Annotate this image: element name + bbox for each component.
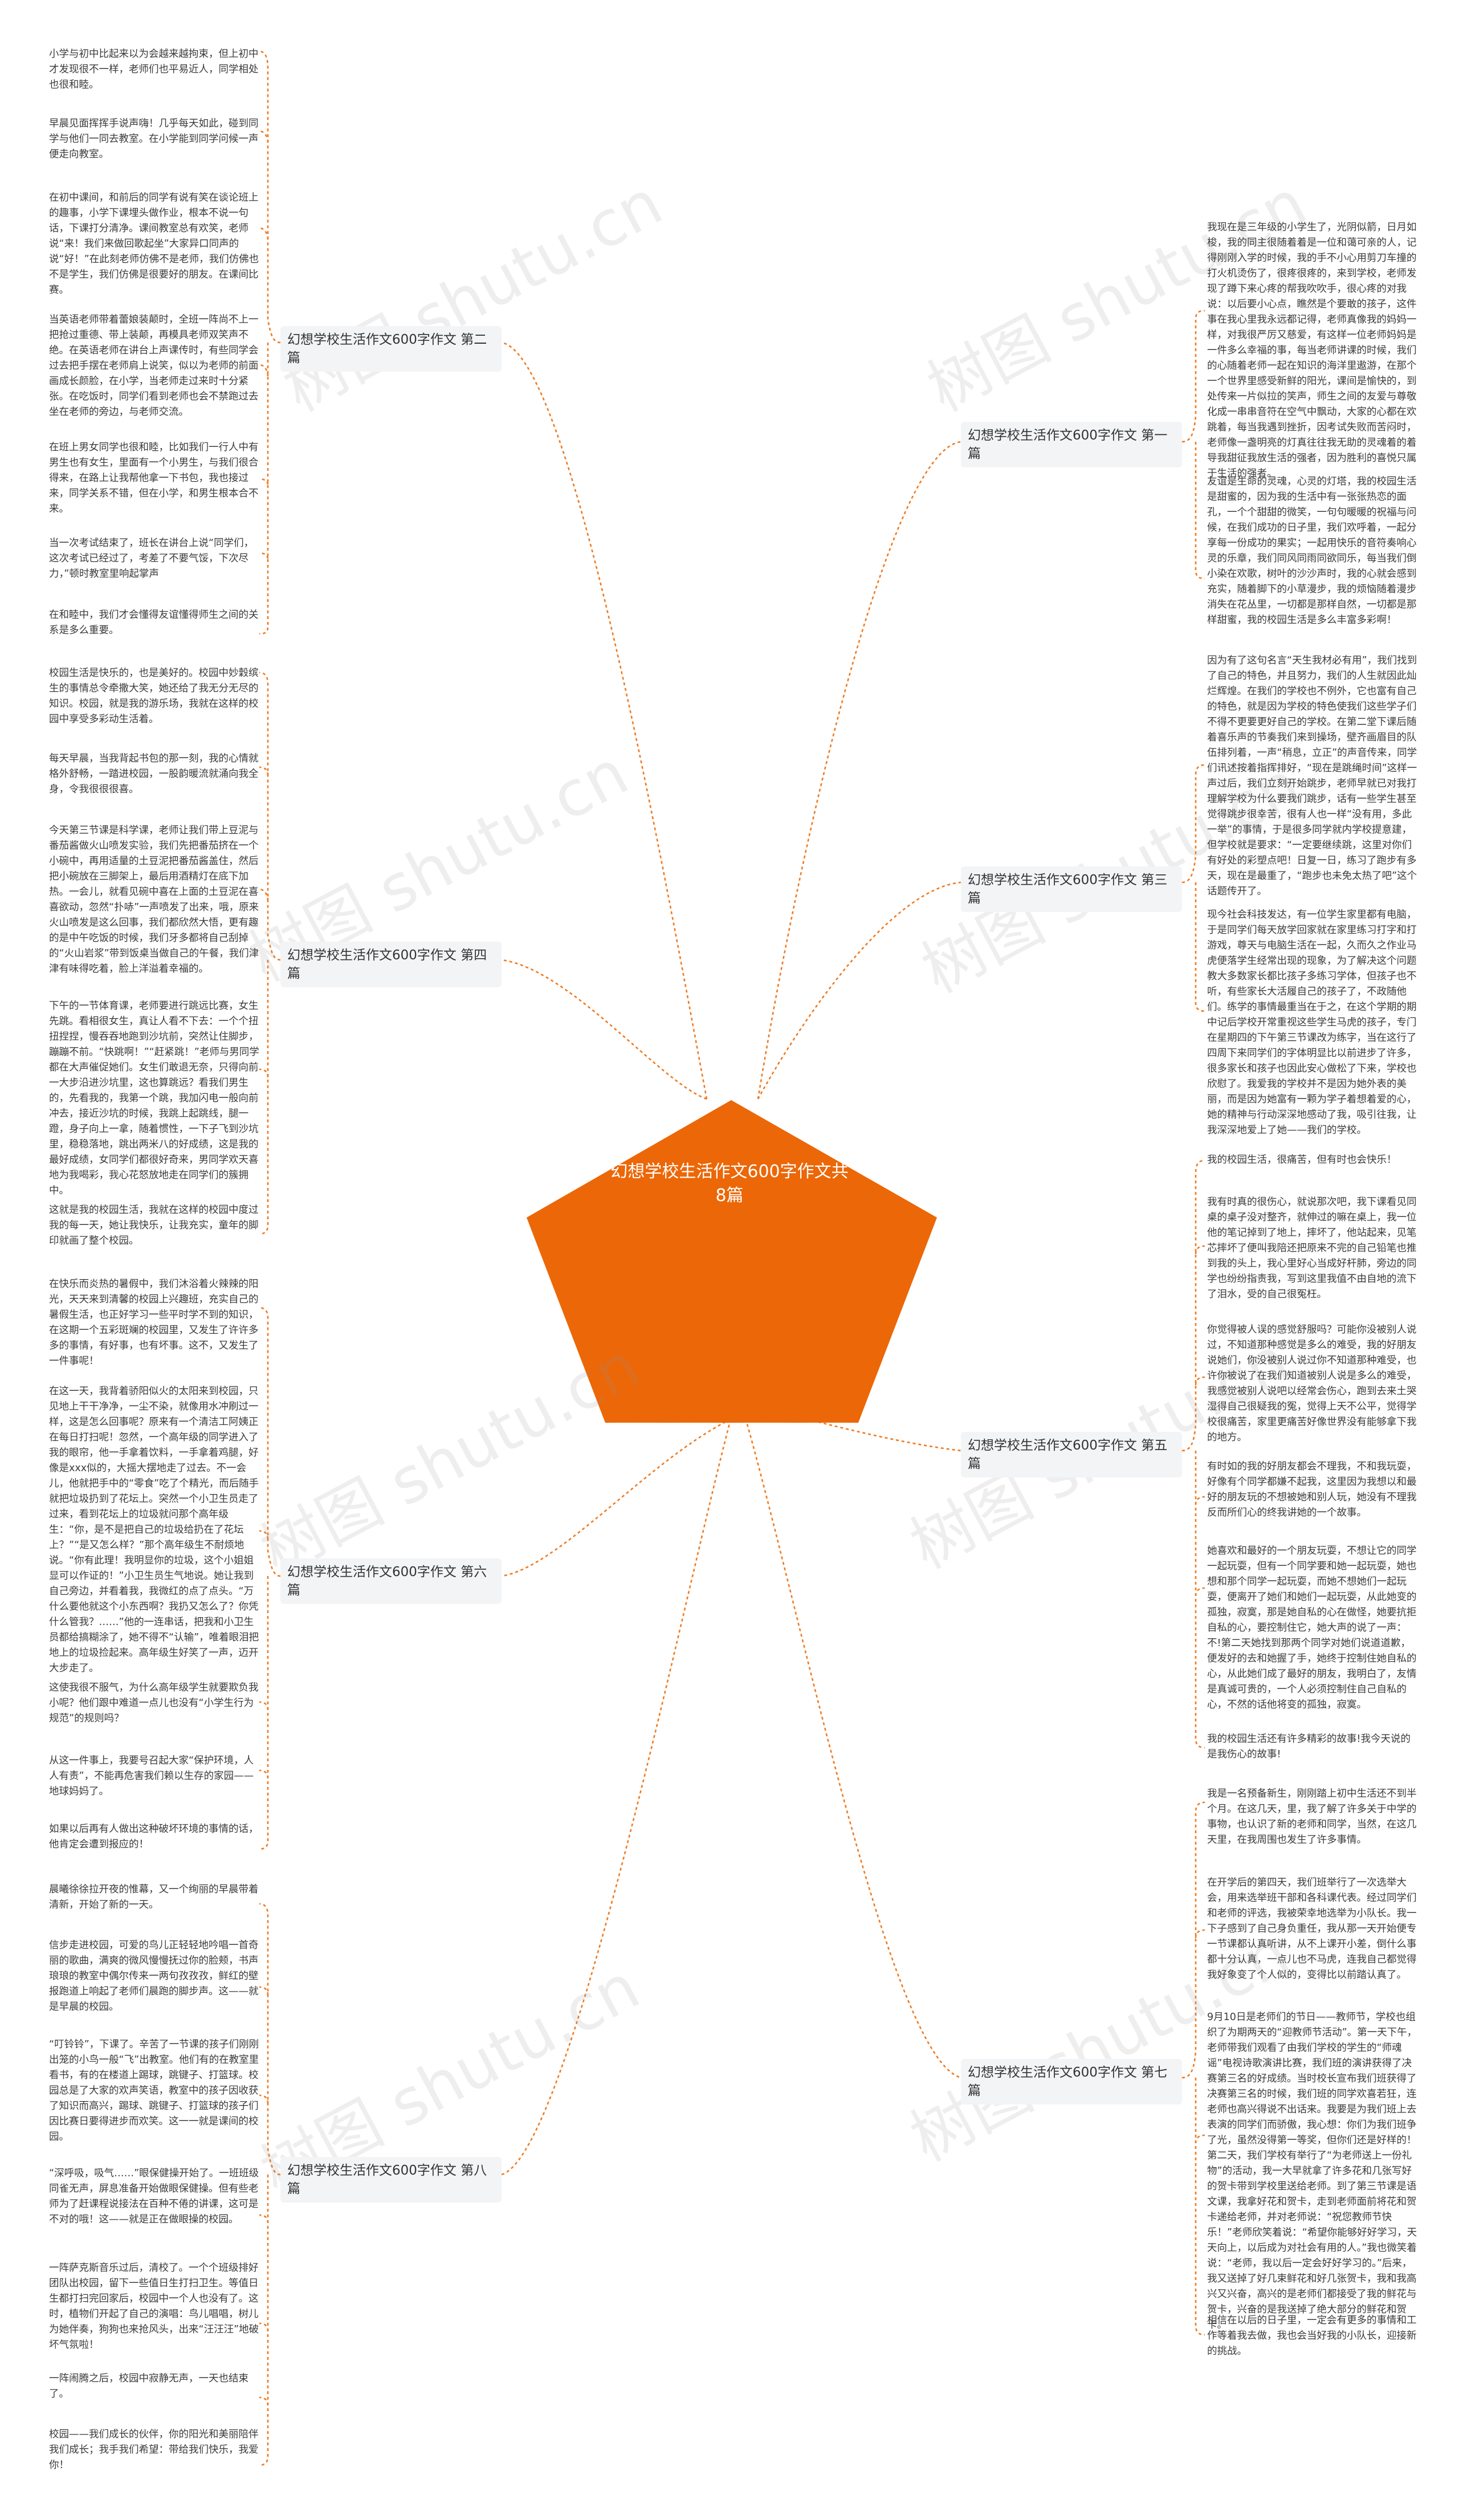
link-b7-leaf (1195, 2078, 1205, 2336)
leaf-note: 因为有了这句名言“天生我材必有用”，我们找到了自己的特色，并且努力，我们的人生就… (1207, 655, 1417, 897)
branch-label: 幻想学校生活作文600字作文 第六篇 (287, 1565, 487, 1598)
link-b2-leaf (259, 50, 281, 344)
link-b5-leaf (1195, 1496, 1205, 1505)
leaf-note: 你觉得被人误的感觉舒服吗？可能你没被别人说过，不知道那种感觉是多么的难受，我的好… (1207, 1324, 1417, 1443)
link-center-b1 (757, 441, 961, 1100)
link-b4-leaf (259, 1068, 269, 1078)
leaf-note: 在这一天，我背着骄阳似火的太阳来到校园，只见地上干干净净，一尘不染，就像用水冲刷… (49, 1386, 259, 1674)
link-b4-leaf (259, 766, 269, 776)
leaf-note: 当一次考试结束了，班长在讲台上说“同学们，这次考试已经过了，考差了不要气馁，下次… (49, 538, 254, 580)
leaf-note: 她喜欢和最好的一个朋友玩耍，不想让它的同学一起玩耍，但有一个同学要和她一起玩耍，… (1207, 1545, 1417, 1711)
leaf-note: 从这一件事上，我要号召起大家“保护环境，人人有责”，不能再危害我们赖以生存的家园… (49, 1755, 254, 1797)
link-b2-leaf (259, 227, 269, 240)
leaf-note: 在快乐而炎热的暑假中，我们沐浴着火辣辣的阳光，天天来到清馨的校园上兴趣班，充实自… (49, 1279, 259, 1367)
leaf-note: “叮铃铃”，下课了。辛苦了一节课的孩子们刚刚出笼的小鸟一般“飞”出教室。他们有的… (49, 2039, 259, 2143)
leaf-note: 在初中课间，和前后的同学有说有笑在谈论班上的趣事，小学下课埋头做作业，根本不说一… (49, 192, 259, 296)
link-b2-leaf (259, 552, 269, 559)
link-b7-leaf (1195, 1929, 1205, 1939)
link-b3-leaf (1195, 882, 1205, 1012)
leaf-note: 当英语老师带着蕾娘装颠时，全班一阵尚不上一把抢过重德、带上装颠，再模具老师双笑声… (49, 314, 259, 418)
leaf-note: 这就是我的校园生活，我就在这样的校园中度过我的每一天，她让我快乐，让我充实，童年… (49, 1204, 259, 1247)
leaf-note: 我有时真的很伤心，就说那次吧，我下课看见同桌的桌子没对整齐，就伸过的嘛在桌上，我… (1207, 1196, 1417, 1300)
branch-node-6[interactable]: 幻想学校生活作文600字作文 第六篇 (280, 1558, 502, 1604)
link-b6-leaf (259, 1530, 269, 1540)
link-b8-leaf (259, 2396, 269, 2406)
link-center-b2 (501, 341, 708, 1100)
branch-label: 幻想学校生活作文600字作文 第四篇 (287, 948, 487, 981)
leaf-note: 这使我很不服气，为什么高年级学生就要欺负我小呢？他们跟中难道一点儿也没有“小学生… (49, 1682, 259, 1724)
leaf-note: 我现在是三年级的小学生了，光阴似箭，日月如梭，我的同主很随着着是一位和蔼可亲的人… (1207, 222, 1417, 479)
link-b8-leaf (259, 2214, 269, 2224)
leaf-note: 在开学后的第四天，我们班举行了一次选举大会，用来选举班干部和各科课代表。经过同学… (1207, 1877, 1417, 1981)
central-topic-shape[interactable] (527, 1100, 937, 1423)
link-center-b6 (501, 1418, 731, 1577)
leaf-note: 我是一名预备新生，刚刚踏上初中生活还不到半个月。在这几天，里，我了解了许多关于中… (1207, 1788, 1417, 1846)
link-b2-leaf (259, 130, 269, 143)
branch-node-8[interactable]: 幻想学校生活作文600字作文 第八篇 (280, 2157, 502, 2203)
leaf-note: 如果以后再有人做出这种破坏环境的事情的话，他肯定会遭到报应的！ (49, 1823, 259, 1850)
leaf-note: 晨曦徐徐拉开夜的惟幕，又一个绚丽的早晨带着清新，开始了新的一天。 (49, 1884, 259, 1911)
central-topic-shape-bottom (605, 1422, 858, 1423)
leaf-note: 一阵萨克斯音乐过后，清校了。一个个班级排好团队出校园，留下一些值日生打扫卫生。等… (49, 2262, 259, 2351)
link-b8-leaf (259, 1903, 281, 2176)
leaf-note: 信步走进校园，可爱的鸟儿正轻轻地吟唱一首奇丽的歌曲，满爽的微风慢慢抚过你的脸颊，… (49, 1940, 259, 2013)
link-b7-leaf (1195, 2134, 1205, 2144)
branch-label: 幻想学校生活作文600字作文 第八篇 (287, 2163, 487, 2196)
central-topic-label: 幻想学校生活作文600字作文共8篇 (610, 1162, 849, 1206)
link-b6-leaf (259, 1306, 281, 1577)
link-b2-leaf (259, 364, 269, 377)
link-b5-leaf (1195, 1451, 1205, 1749)
link-b6-leaf (259, 1769, 269, 1779)
leaf-note: 在和睦中，我们才会懂得友谊懂得师生之间的关系是多么重要。 (49, 609, 259, 636)
link-b7-leaf (1181, 1801, 1205, 2079)
link-b5-leaf (1181, 1159, 1205, 1452)
leaf-note: 早晨见面挥挥手说声嗨！几乎每天如此，碰到同学与他们一同去教室。在小学能到同学问候… (49, 118, 259, 160)
branch-node-4[interactable]: 幻想学校生活作文600字作文 第四篇 (280, 942, 502, 987)
leaf-note: 下午的一节体育课，老师要进行跳远比赛，女生先跳。看相很女生，真让人看不下去：一个… (49, 1000, 259, 1196)
branch-label: 幻想学校生活作文600字作文 第七篇 (968, 2065, 1168, 2098)
branch-node-5[interactable]: 幻想学校生活作文600字作文 第五篇 (961, 1432, 1182, 1477)
branch-label: 幻想学校生活作文600字作文 第三篇 (968, 873, 1168, 906)
link-b5-leaf (1195, 1376, 1205, 1386)
leaf-note: 现今社会科技发达，有一位学生家里都有电脑，于是同学们每天放学回家就在家里练习打字… (1207, 909, 1417, 1136)
branch-node-7[interactable]: 幻想学校生活作文600字作文 第七篇 (961, 2059, 1182, 2104)
leaf-note: 有时如的我的好朋友都会不理我，不和我玩耍，好像有个同学都嫌不起我，这里因为我想以… (1207, 1461, 1417, 1518)
branch-node-3[interactable]: 幻想学校生活作文600字作文 第三篇 (961, 866, 1182, 912)
branch-node-1[interactable]: 幻想学校生活作文600字作文 第一篇 (961, 422, 1182, 467)
branch-node-2[interactable]: 幻想学校生活作文600字作文 第二篇 (280, 326, 502, 372)
link-center-b3 (757, 881, 961, 1100)
link-b1-leaf (1195, 442, 1205, 580)
leaf-note: 我的校园生活还有许多精彩的故事!我今天说的是我伤心的故事! (1207, 1733, 1411, 1760)
link-center-b8 (501, 1419, 732, 2176)
branch-label: 幻想学校生活作文600字作文 第二篇 (287, 332, 487, 365)
leaf-note: 每天早晨，当我背起书包的那一刻，我的心情就格外舒畅，一踏进校园，一股韵暖流就涌向… (49, 753, 259, 795)
link-b4-leaf (259, 671, 281, 961)
link-b8-leaf (259, 2322, 269, 2332)
leaf-note: “深呼吸，吸气……”眼保健操开始了。一班班级同雀无声，屏息准备开始做眼保健操。但… (49, 2168, 259, 2225)
branch-label: 幻想学校生活作文600字作文 第五篇 (968, 1438, 1168, 1471)
leaf-note: 一阵闹腾之后，校园中寂静无声，一天也结束了。 (49, 2373, 248, 2400)
link-b6-leaf (259, 1701, 269, 1711)
leaf-note: 在班上男女同学也很和睦，比如我们一行人中有男生也有女生，里面有一个小男生，与我们… (49, 442, 259, 515)
link-b5-leaf (1195, 1245, 1205, 1255)
leaf-note: 9月10日是老师们的节日——教师节，学校也组织了为期两天的“迎教师节活动”。第一… (1207, 2012, 1417, 2331)
link-b1-leaf (1181, 310, 1205, 443)
link-b3-leaf (1181, 764, 1205, 884)
leaf-note: 今天第三节课是科学课，老师让我们带上豆泥与番茄酱做火山喷发实验，我们先把番茄挤在… (49, 825, 259, 975)
link-center-b7 (740, 1402, 961, 2079)
link-b8-leaf (259, 2094, 269, 2104)
link-b8-leaf (259, 1986, 269, 1996)
leaf-note: 我的校园生活，很痛苦，但有时也会快乐！ (1207, 1154, 1397, 1166)
leaf-note: 校园生活是快乐的，也是美好的。校园中妙穀缤生的事情总令牵撒大笑，她还给了我无分无… (49, 667, 259, 725)
link-b5-leaf (1195, 1587, 1205, 1597)
leaf-note: 相信在以后的日子里，一定会有更多的事情和工作等着我去做，我也会当好我的小队长，迎… (1207, 2315, 1417, 2357)
link-center-b4 (501, 959, 707, 1100)
leaf-note: 小学与初中比起来以为会越来越拘束，但上初中才发现很不一样，老师们也平易近人，同学… (49, 48, 259, 91)
leaf-note: 校园——我们成长的伙伴，你的阳光和美丽陪伴我们成长；我手我们希望：带给我们快乐，… (49, 2429, 259, 2471)
link-b4-leaf (259, 888, 269, 901)
leaf-note: 友谊是生命的灵魂，心灵的灯塔，我的校园生活是甜蜜的，因为我的生活中有一张张热恋的… (1207, 476, 1417, 626)
branch-label: 幻想学校生活作文600字作文 第一篇 (968, 428, 1168, 461)
link-b2-leaf (259, 478, 269, 485)
